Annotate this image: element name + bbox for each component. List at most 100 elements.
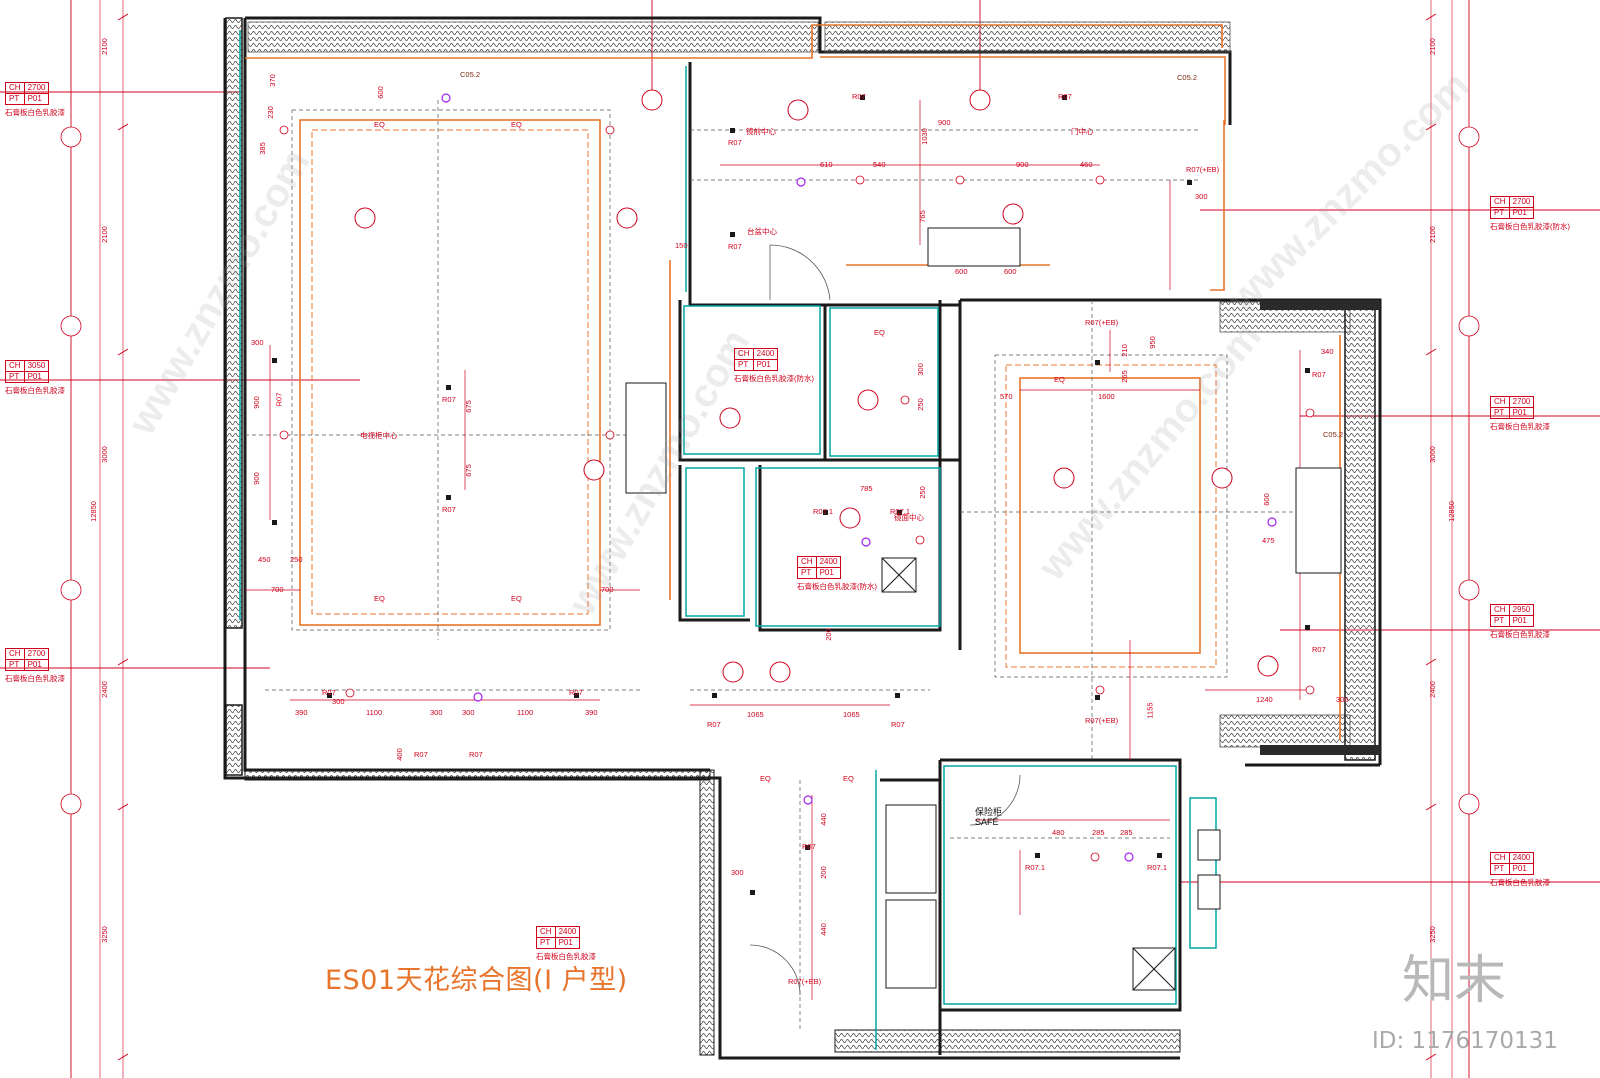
curtain-code-3: C05.2 xyxy=(1323,430,1344,439)
note-tv-center: 电视柜中心 xyxy=(360,431,398,440)
dim-460: 460 xyxy=(1080,160,1093,169)
dim-285-b: 285 xyxy=(1120,828,1133,837)
dim-700-a: 700 xyxy=(271,585,284,594)
dim-230: 230 xyxy=(265,106,275,119)
eq-6: EQ xyxy=(843,774,854,783)
dimension-lines xyxy=(245,100,1310,1000)
light-small-3: R07.1 xyxy=(1025,863,1046,872)
dim-1100-a: 1100 xyxy=(366,708,383,717)
dim-480: 480 xyxy=(1052,828,1065,837)
dim-900-d: 900 xyxy=(1016,160,1029,169)
purple-fixtures xyxy=(441,93,1277,862)
door-swings xyxy=(749,244,1021,996)
safe-label-cn: 保险柜 xyxy=(975,807,1003,817)
note-basin-center: 台盆中心 xyxy=(747,227,777,236)
axis-ticks xyxy=(117,13,1437,1061)
dim-440-a: 440 xyxy=(818,813,828,826)
wall-hatch xyxy=(225,17,1380,1056)
dim-475: 475 xyxy=(1262,536,1275,545)
dim-340: 340 xyxy=(1321,347,1334,356)
light-code-9: R07 xyxy=(728,242,742,251)
light-eb-1: R07(+EB) xyxy=(1186,165,1220,174)
dim-150: 150 xyxy=(675,241,688,250)
light-code-5: R07 xyxy=(569,688,583,697)
eq-4: EQ xyxy=(511,594,522,603)
dim-right-3: 3000 xyxy=(1427,446,1437,463)
dim-265: 265 xyxy=(1119,370,1129,383)
eq-5: EQ xyxy=(760,774,771,783)
dim-600-b: 600 xyxy=(955,267,968,276)
dim-left-2: 2100 xyxy=(99,226,109,243)
dim-250-c: 250 xyxy=(915,398,925,411)
dim-300-g: 300 xyxy=(731,868,744,877)
dim-300-d: 300 xyxy=(462,708,475,717)
grid-bubbles xyxy=(60,126,1480,815)
light-code-10: R07 xyxy=(852,92,866,101)
dim-570: 570 xyxy=(1000,392,1013,401)
curtain-code-1: C05.2 xyxy=(460,70,481,79)
dim-785: 785 xyxy=(860,484,873,493)
dim-440-b: 440 xyxy=(818,923,828,936)
light-code-16: R07 xyxy=(469,750,483,759)
ceiling-dashed xyxy=(245,100,1350,1030)
dim-300-a: 300 xyxy=(251,338,264,347)
dim-450: 450 xyxy=(258,555,271,564)
note-mirror-face: 镜面中心 xyxy=(894,513,924,522)
dim-1065-a: 1065 xyxy=(747,710,764,719)
dim-220: 200 xyxy=(818,866,828,879)
dim-left-3: 3000 xyxy=(99,446,109,463)
dim-250-b: 250 xyxy=(917,486,927,499)
dim-400: 400 xyxy=(394,748,404,761)
dim-675-a: 675 xyxy=(463,400,473,413)
equipment xyxy=(625,227,1342,991)
dim-385: 385 xyxy=(257,142,267,155)
light-code-3: R07 xyxy=(442,505,456,514)
light-code-11: R07 xyxy=(1058,92,1072,101)
light-code-2: R07 xyxy=(442,395,456,404)
dim-1065-b: 1065 xyxy=(843,710,860,719)
dim-390-b: 390 xyxy=(585,708,598,717)
dim-285-a: 285 xyxy=(1092,828,1105,837)
dim-right-2: 2100 xyxy=(1427,226,1437,243)
dim-900-c: 900 xyxy=(938,118,951,127)
light-small-2: R07.1 xyxy=(890,507,911,516)
light-code-12: R07 xyxy=(1312,370,1326,379)
dim-1240: 1240 xyxy=(1256,695,1273,704)
eq-3: EQ xyxy=(374,594,385,603)
dim-300-f: 300 xyxy=(1336,695,1349,704)
light-code-6: R07 xyxy=(707,720,721,729)
dim-675-b: 675 xyxy=(463,464,473,477)
dim-900-a: 900 xyxy=(251,396,261,409)
dim-950: 950 xyxy=(1147,336,1157,349)
safe-label-en: SAFE xyxy=(975,817,999,827)
section-markers xyxy=(354,89,1279,683)
dim-300-h: 300 xyxy=(915,363,925,376)
light-small-4: R07.1 xyxy=(1147,863,1168,872)
dim-1030: 1030 xyxy=(919,128,929,145)
light-fixtures xyxy=(279,125,1315,862)
light-eb-2: R07(+EB) xyxy=(1085,318,1119,327)
dim-600-c: 600 xyxy=(1004,267,1017,276)
dim-370: 370 xyxy=(267,74,277,87)
light-code-4: R07 xyxy=(322,688,336,697)
eq-8: EQ xyxy=(1054,375,1065,384)
light-code-14: R07 xyxy=(802,842,816,851)
dim-300-e: 300 xyxy=(1195,192,1208,201)
eq-1: EQ xyxy=(374,120,385,129)
light-code-7: R07 xyxy=(891,720,905,729)
dim-300-c: 300 xyxy=(430,708,443,717)
dim-390-a: 390 xyxy=(295,708,308,717)
dim-600-a: 600 xyxy=(375,86,385,99)
light-code-8: R07 xyxy=(728,138,742,147)
light-code-1: R07 xyxy=(274,392,284,407)
dim-right-1: 2100 xyxy=(1427,38,1437,55)
light-code-15: R07 xyxy=(414,750,428,759)
